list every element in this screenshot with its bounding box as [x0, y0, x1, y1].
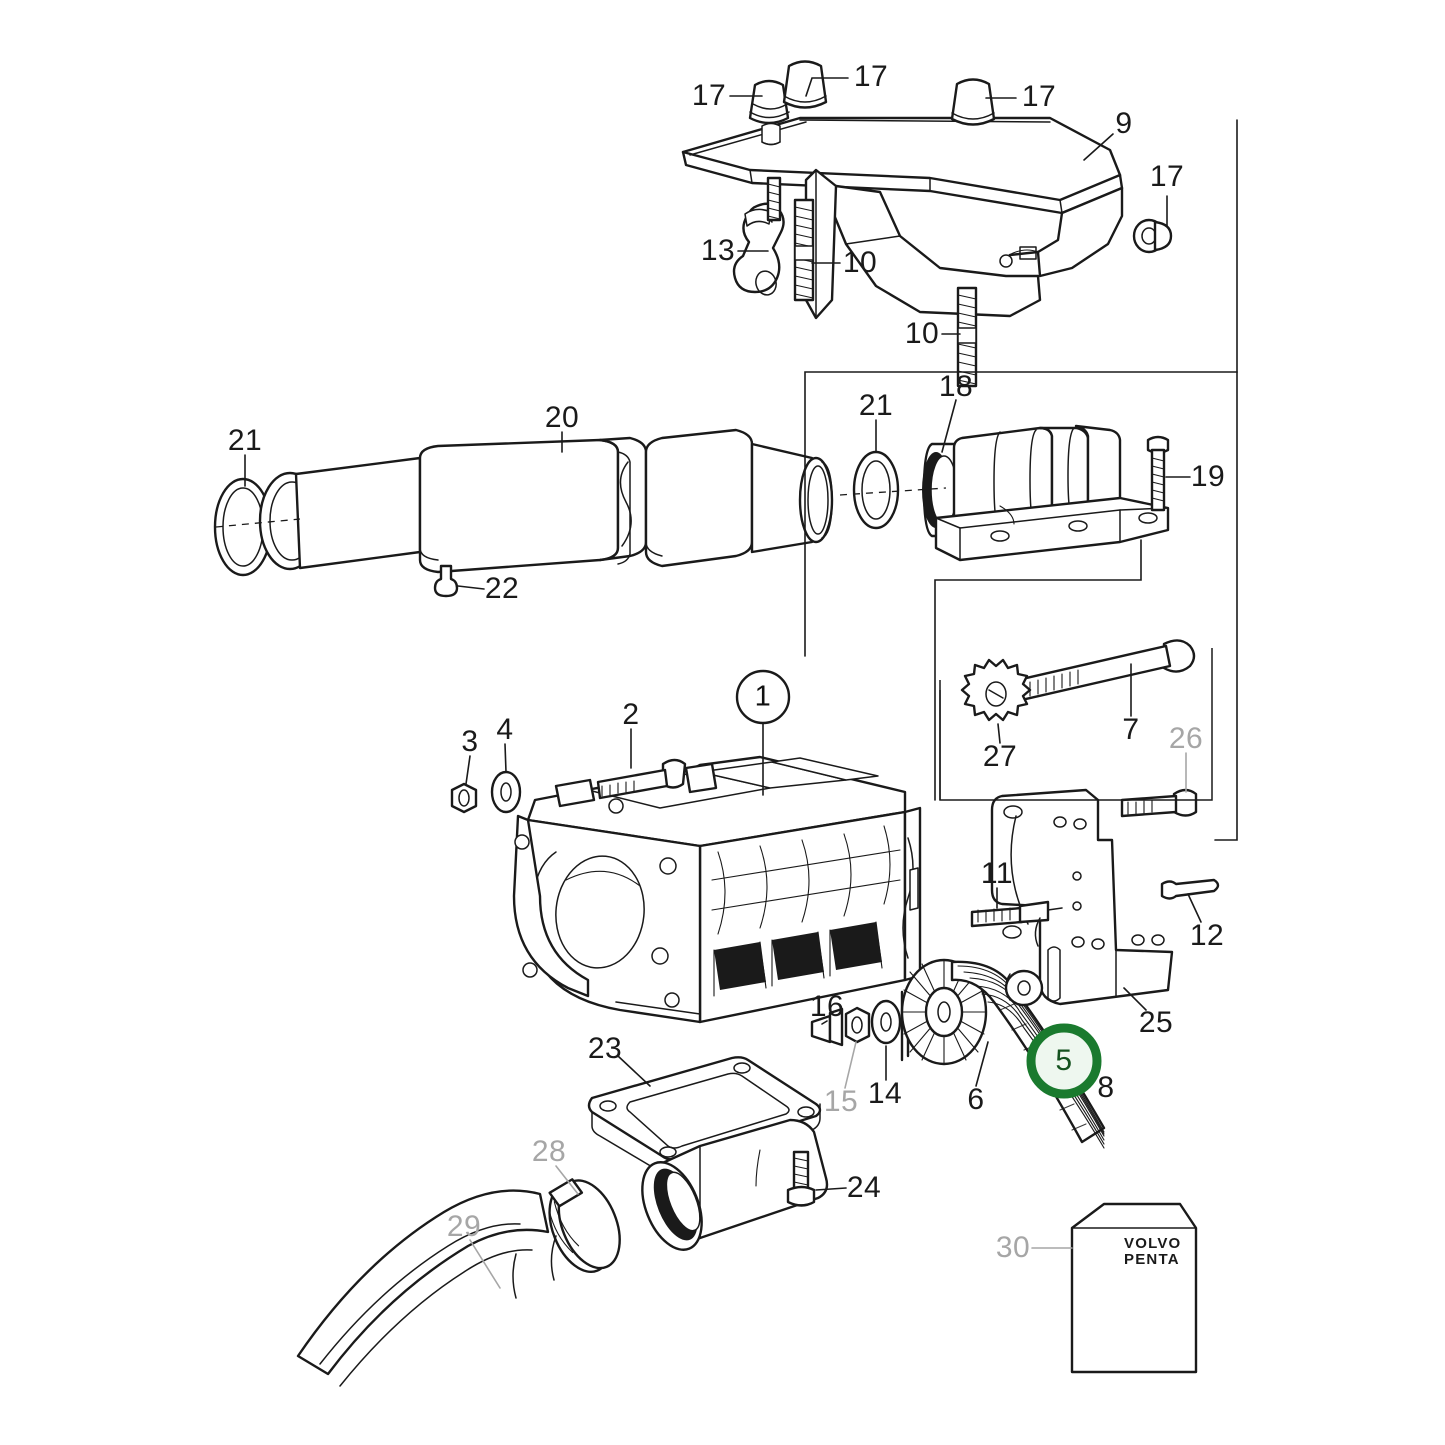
part-callout-9: 9	[1115, 107, 1133, 140]
part-callout-14: 14	[867, 1077, 903, 1110]
part-callout-6: 6	[967, 1083, 985, 1116]
group-parts-box-30: VOLVO PENTA	[1070, 1202, 1198, 1374]
part-callout-17: 17	[1149, 160, 1185, 193]
part-callout-15: 15	[823, 1085, 859, 1118]
part-callout-10: 10	[904, 317, 940, 350]
group-bolt-2	[596, 758, 687, 800]
part-callout-16: 16	[809, 990, 845, 1023]
svg-text:VOLVO: VOLVO	[1124, 1235, 1181, 1252]
part-callout-8: 8	[1097, 1071, 1115, 1104]
part-callout-27: 27	[982, 740, 1018, 773]
part-callout-18: 18	[938, 370, 974, 403]
part-callout-2: 2	[622, 698, 640, 731]
group-studs-10	[793, 198, 978, 388]
group-lever-13	[732, 122, 785, 296]
part-callout-30: 30	[995, 1231, 1031, 1264]
part-callout-5: 5	[1055, 1044, 1073, 1077]
group-support-bracket-25	[970, 788, 1220, 1007]
part-callout-1: 1	[754, 680, 772, 713]
group-bolt-7-washer-27	[960, 639, 1196, 722]
part-callout-21: 21	[227, 424, 263, 457]
part-callout-26: 26	[1168, 722, 1204, 755]
highlight-ring-5	[1026, 1023, 1102, 1099]
part-callout-21: 21	[858, 389, 894, 422]
part-callout-29: 29	[446, 1210, 482, 1243]
part-callout-11: 11	[980, 857, 1014, 890]
group-manifold-18	[852, 424, 1170, 562]
group-mounts-17	[748, 60, 1173, 254]
group-nut-washer	[450, 770, 522, 814]
part-callout-23: 23	[587, 1032, 623, 1065]
part-callout-25: 25	[1138, 1006, 1174, 1039]
part-callout-28: 28	[531, 1135, 567, 1168]
part-callout-3: 3	[461, 725, 479, 758]
part-callout-7: 7	[1122, 713, 1140, 746]
group-elbow-23	[296, 1056, 829, 1387]
group-intercooler-20	[213, 428, 834, 598]
part-callout-12: 12	[1189, 919, 1225, 952]
part-callout-17: 17	[853, 60, 889, 93]
part-callout-10: 10	[842, 246, 878, 279]
svg-text:PENTA: PENTA	[1124, 1251, 1180, 1268]
part-callout-22: 22	[484, 572, 520, 605]
group-supercharger-1	[512, 755, 922, 1024]
group-pulley-belt	[810, 958, 1106, 1149]
part-callout-20: 20	[544, 401, 580, 434]
part-callout-19: 19	[1190, 460, 1226, 493]
leader-lines	[215, 77, 1202, 1289]
part-callout-17: 17	[1021, 80, 1057, 113]
part-callout-13: 13	[700, 234, 736, 267]
part-callout-17: 17	[691, 79, 727, 112]
part-callout-4: 4	[496, 713, 514, 746]
part-callout-24: 24	[846, 1171, 882, 1204]
